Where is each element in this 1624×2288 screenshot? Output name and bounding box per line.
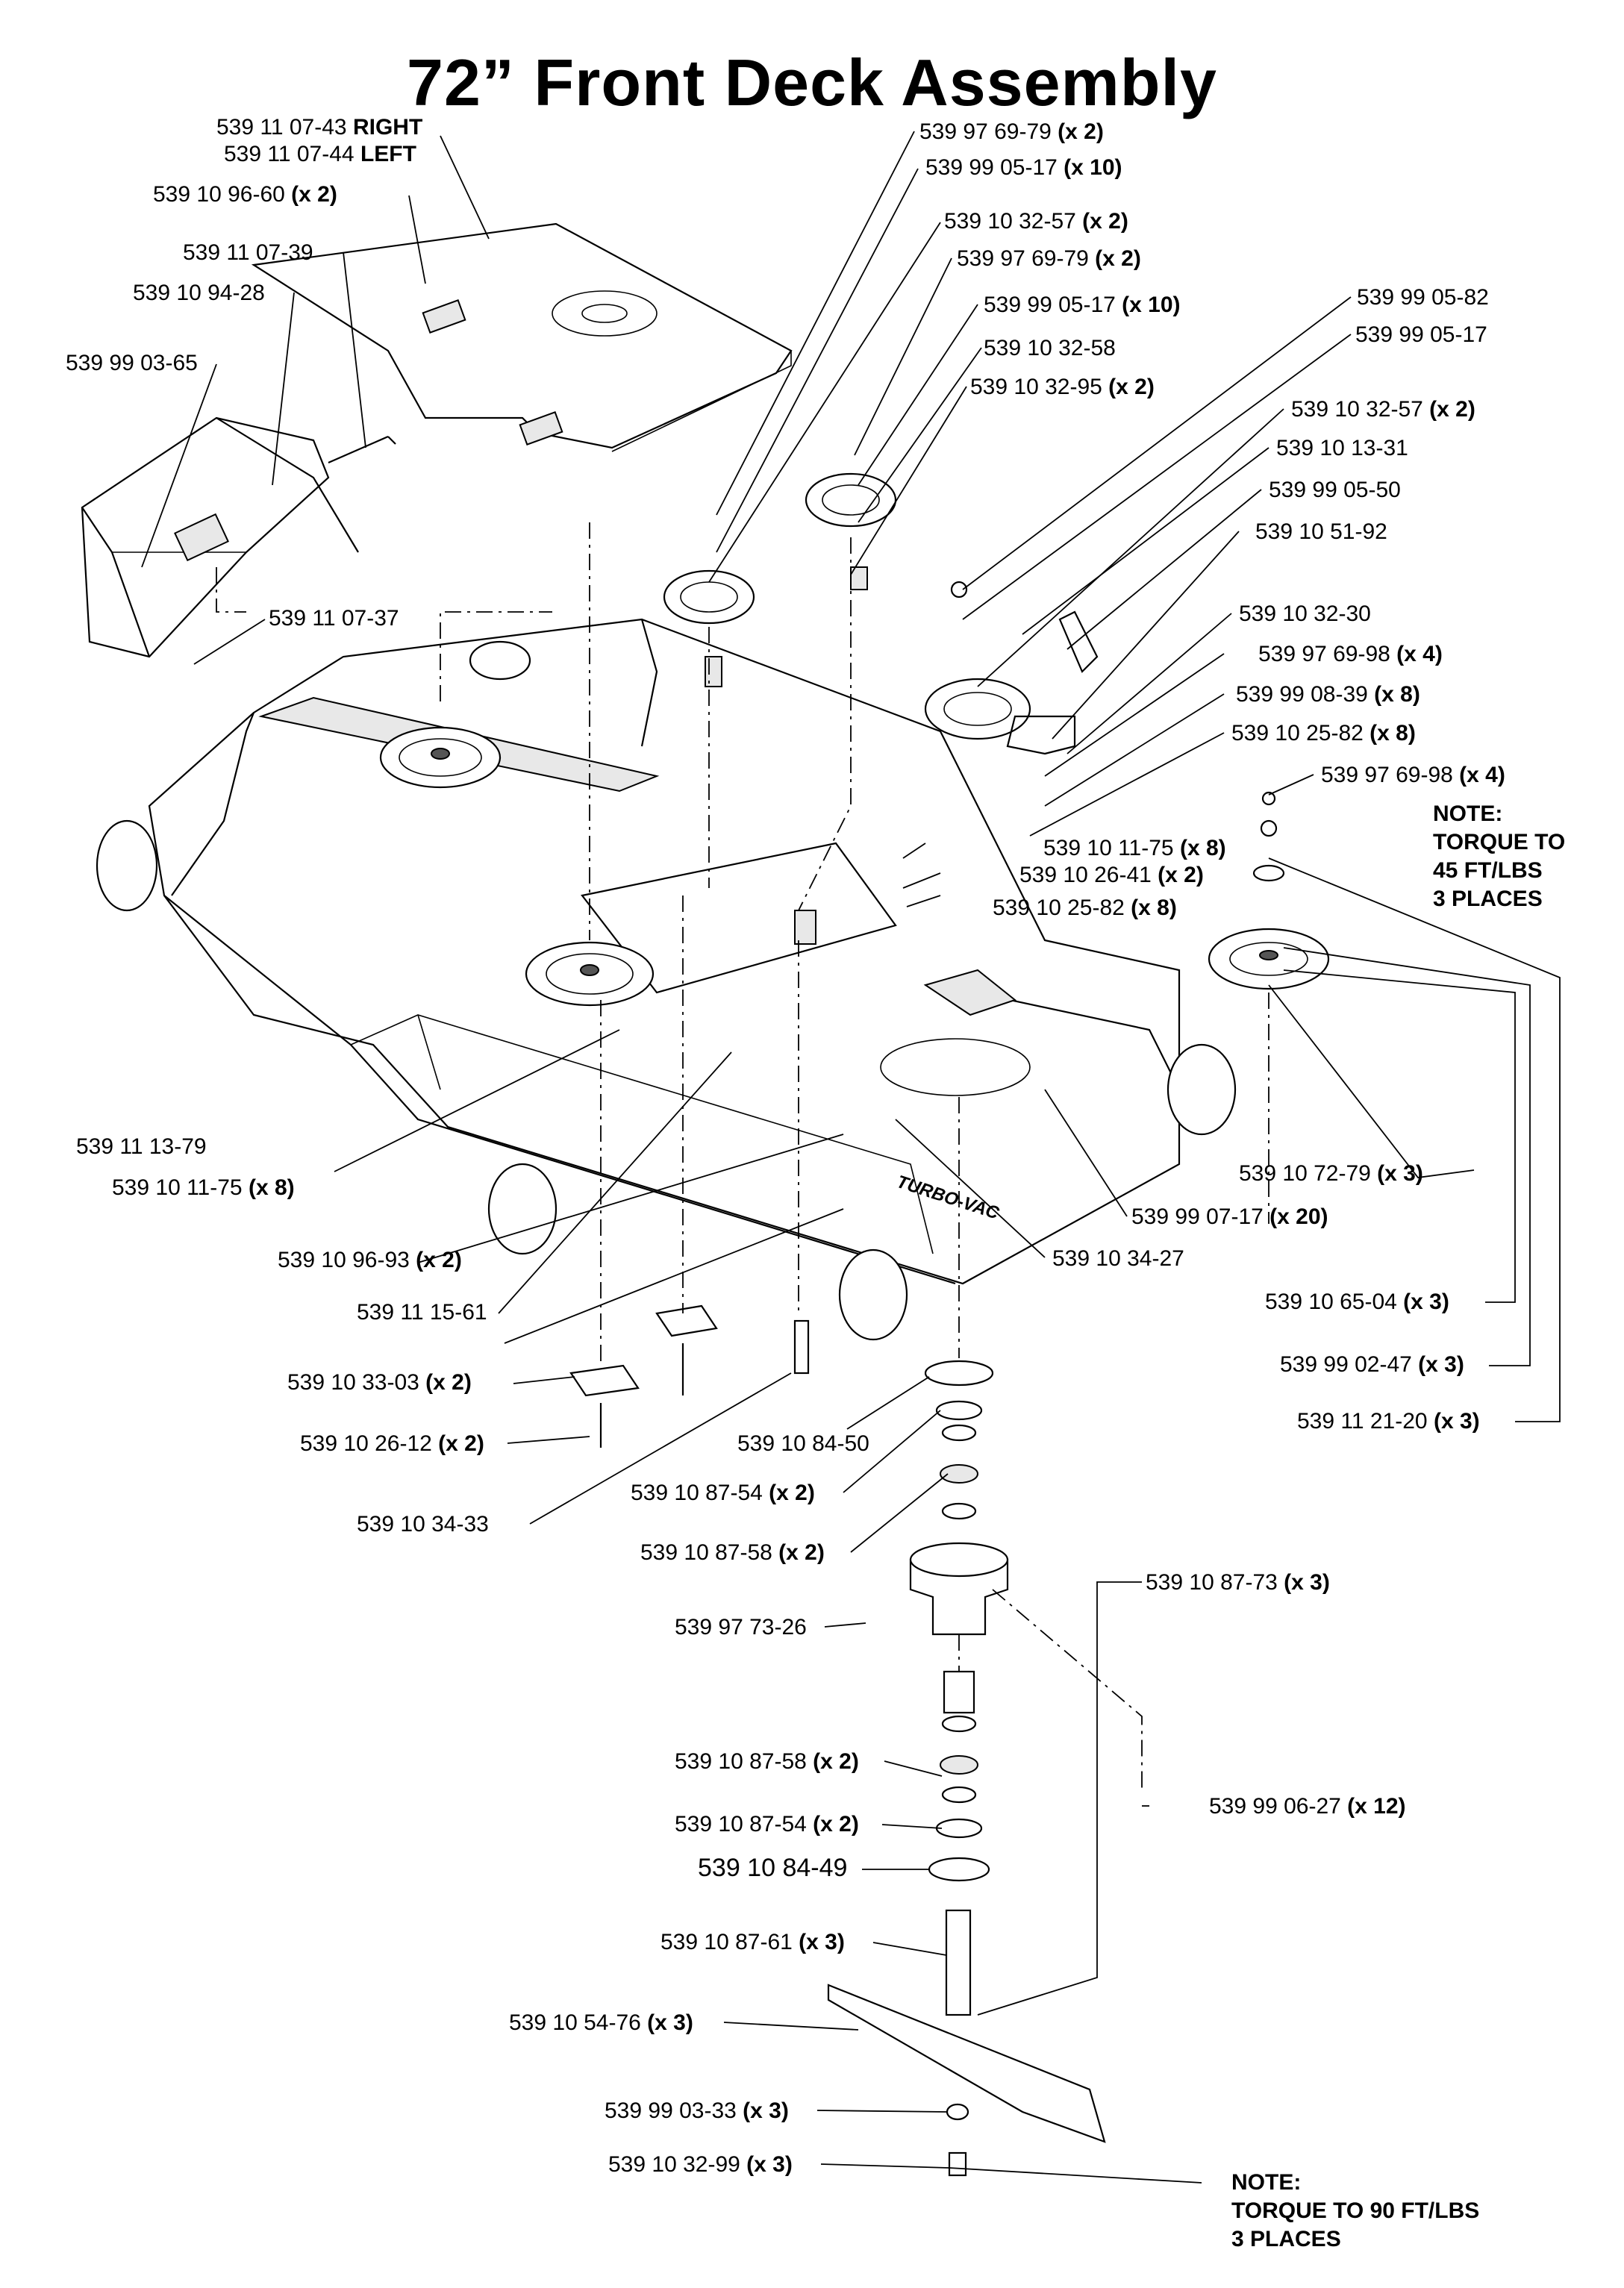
label-part: 539 99 03-65 xyxy=(66,351,198,375)
label-part: 539 10 32-57 (x 2) xyxy=(1291,397,1475,422)
label-part: 539 10 54-76 (x 3) xyxy=(509,2010,693,2035)
label-part: 539 10 34-33 xyxy=(357,1512,489,1537)
label-part: 539 11 07-37 xyxy=(269,606,399,631)
torque-note-45: NOTE: TORQUE TO 45 FT/LBS 3 PLACES xyxy=(1433,801,1566,911)
label-part: 539 11 13-79 xyxy=(76,1134,207,1159)
label-part: 539 99 03-33 (x 3) xyxy=(605,2098,789,2123)
label-part: 539 97 69-98 (x 4) xyxy=(1321,763,1505,787)
label-shield-right: 539 11 07-43 RIGHT xyxy=(216,115,423,140)
label-part: 539 10 87-58 (x 2) xyxy=(675,1749,859,1774)
label-part: 539 97 73-26 xyxy=(675,1615,807,1640)
torque-note-90: NOTE: TORQUE TO 90 FT/LBS 3 PLACES xyxy=(1231,2170,1480,2251)
label-part: 539 10 11-75 (x 8) xyxy=(112,1175,295,1200)
label-part: 539 10 32-30 xyxy=(1239,601,1371,626)
label-part: 539 10 32-58 xyxy=(984,336,1116,360)
label-part: 539 99 05-82 xyxy=(1357,285,1489,310)
label-part: 539 10 84-49 xyxy=(698,1854,848,1882)
discharge-chute xyxy=(81,416,396,658)
label-part: 539 99 02-47 (x 3) xyxy=(1280,1352,1464,1377)
label-part: 539 10 25-82 (x 8) xyxy=(993,895,1177,920)
deck-pulleys xyxy=(379,472,1330,1007)
label-part: 539 10 96-93 (x 2) xyxy=(278,1248,462,1272)
label-part: 539 10 26-12 (x 2) xyxy=(300,1431,484,1456)
label-part: 539 99 06-27 (x 12) xyxy=(1209,1794,1406,1819)
label-part: 539 99 08-39 (x 8) xyxy=(1236,682,1420,707)
top-shield-plate xyxy=(251,222,793,452)
spindle-stack xyxy=(827,1360,1106,2177)
label-part: 539 10 25-82 (x 8) xyxy=(1231,721,1416,746)
label-part: 539 99 05-17 xyxy=(1355,322,1487,347)
label-part: 539 10 11-75 (x 8) xyxy=(1043,836,1226,860)
label-part: 539 10 26-41 (x 2) xyxy=(1019,863,1204,887)
label-part: 539 10 34-27 xyxy=(1052,1246,1184,1271)
label-part: 539 10 72-79 (x 3) xyxy=(1239,1161,1423,1186)
hardware xyxy=(705,566,1285,945)
label-part: 539 10 87-58 (x 2) xyxy=(640,1540,825,1565)
plates-bolts xyxy=(569,1304,810,1448)
label-part: 539 10 94-28 xyxy=(133,281,265,305)
label-part: 539 10 32-57 (x 2) xyxy=(944,209,1128,234)
leader-lines xyxy=(141,131,1561,2184)
label-part: 539 10 32-95 (x 2) xyxy=(970,375,1155,399)
label-part: 539 10 33-03 (x 2) xyxy=(287,1370,472,1395)
label-part: 539 99 05-17 (x 10) xyxy=(925,155,1122,180)
label-part: 539 10 87-73 (x 3) xyxy=(1146,1570,1330,1595)
deck-wheels xyxy=(96,640,1237,1341)
label-part: 539 97 69-79 (x 2) xyxy=(919,119,1104,144)
label-part: 539 97 69-98 (x 4) xyxy=(1258,642,1443,666)
label-part: 539 11 21-20 (x 3) xyxy=(1297,1409,1480,1434)
label-part: 539 10 96-60 (x 2) xyxy=(153,182,337,207)
label-shield-left: 539 11 07-44 LEFT xyxy=(224,142,416,166)
label-part: 539 11 15-61 xyxy=(357,1300,487,1325)
label-part: 539 97 69-79 (x 2) xyxy=(957,246,1141,271)
label-part: 539 10 87-54 (x 2) xyxy=(675,1812,859,1837)
label-part: 539 10 65-04 (x 3) xyxy=(1265,1290,1449,1314)
label-part: 539 10 51-92 xyxy=(1255,519,1387,544)
page-title: 72” Front Deck Assembly xyxy=(407,46,1217,119)
label-part: 539 10 13-31 xyxy=(1276,436,1408,460)
label-part: 539 10 84-50 xyxy=(737,1431,869,1456)
label-part: 539 99 07-17 (x 20) xyxy=(1131,1204,1328,1229)
label-part: 539 99 05-50 xyxy=(1269,478,1401,502)
center-lines xyxy=(216,522,1269,1791)
label-part: 539 10 32-99 (x 3) xyxy=(608,2152,793,2177)
label-part: 539 10 87-54 (x 2) xyxy=(631,1481,815,1505)
label-part: 539 11 07-39 xyxy=(183,240,313,265)
label-part: 539 10 87-61 (x 3) xyxy=(660,1930,845,1954)
label-part: 539 99 05-17 (x 10) xyxy=(984,293,1181,317)
